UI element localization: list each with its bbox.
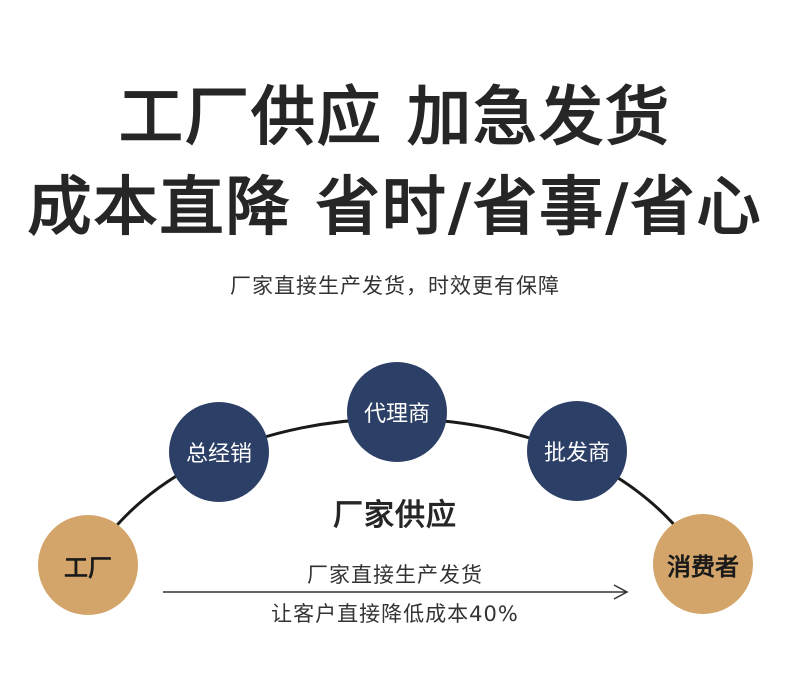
node-agent-label: 代理商 [363,402,430,427]
direct-arrow-head [613,584,629,600]
arrow-top-text: 厂家直接生产发货 [307,563,483,587]
node-consumer: 消费者 [653,514,753,614]
headline-line-1: 工厂供应 加急发货 [118,81,672,155]
node-wholesaler: 批发商 [527,401,627,501]
node-distributor-label: 总经销 [185,442,252,467]
node-consumer-label: 消费者 [667,552,739,581]
node-agent: 代理商 [347,362,447,462]
node-factory-label: 工厂 [64,553,112,582]
node-factory: 工厂 [38,515,138,615]
headline-line-2: 成本直降 省时/省事/省心 [27,171,763,245]
node-distributor: 总经销 [169,402,269,502]
arrow-bottom-text: 让客户直接降低成本40% [271,602,519,626]
node-wholesaler-label: 批发商 [543,441,610,466]
center-title: 厂家供应 [333,498,457,533]
subtitle: 厂家直接生产发货，时效更有保障 [230,274,560,298]
